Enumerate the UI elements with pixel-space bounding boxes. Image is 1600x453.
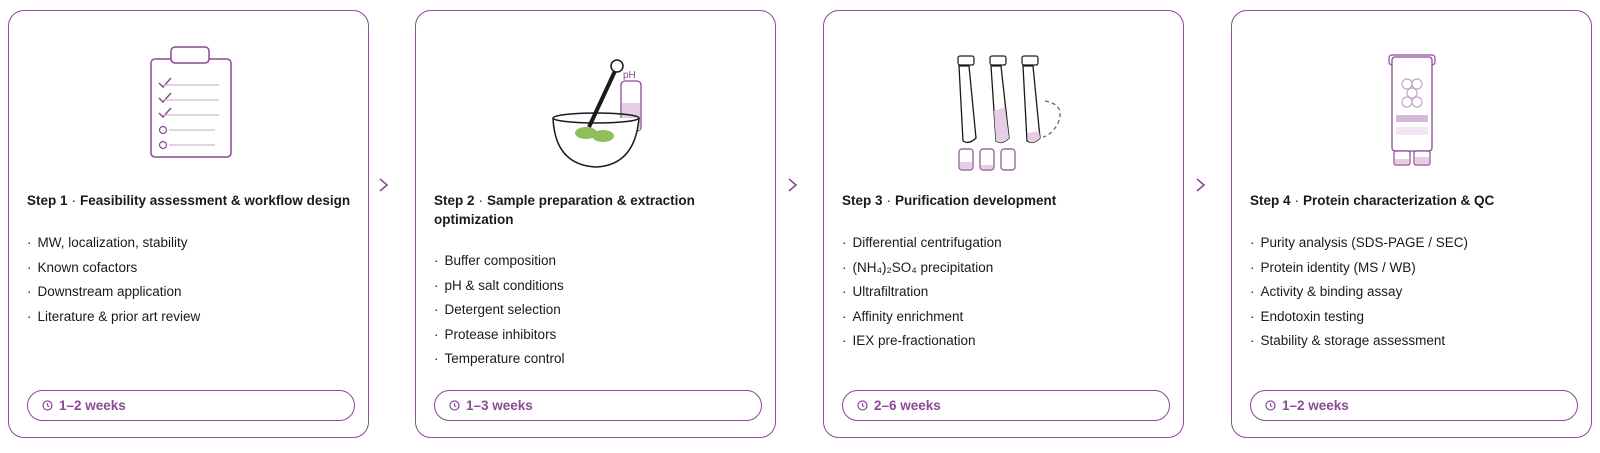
step-1-card: Step 1·Feasibility assessment & workflow… (8, 10, 369, 438)
clock-icon (1265, 400, 1276, 411)
step-name: Sample preparation & extraction optimiza… (434, 193, 695, 227)
list-item: Differential centrifugation (842, 231, 1169, 256)
duration-pill: 1–2 weeks (1250, 390, 1578, 421)
clipboard-checklist-icon (9, 45, 368, 175)
duration-pill: 1–3 weeks (434, 390, 762, 421)
list-item: Literature & prior art review (27, 305, 354, 330)
step-items: Differential centrifugation (NH₄)₂SO₄ pr… (842, 231, 1169, 354)
list-item: Protein identity (MS / WB) (1250, 256, 1577, 281)
duration-pill: 1–2 weeks (27, 390, 355, 421)
list-item: Activity & binding assay (1250, 280, 1577, 305)
separator: · (1294, 193, 1300, 208)
step-name: Purification development (895, 193, 1057, 208)
step-items: Purity analysis (SDS-PAGE / SEC) Protein… (1250, 231, 1577, 354)
duration-text: 1–3 weeks (466, 398, 533, 413)
chevron-right-icon (1196, 178, 1206, 192)
list-item: Ultrafiltration (842, 280, 1169, 305)
chevron-right-icon (788, 178, 798, 192)
step-name: Protein characterization & QC (1303, 193, 1495, 208)
clock-icon (42, 400, 53, 411)
step-items: MW, localization, stability Known cofact… (27, 231, 354, 329)
step-number: Step 3 (842, 193, 883, 208)
list-item: Stability & storage assessment (1250, 329, 1577, 354)
step-items: Buffer composition pH & salt conditions … (434, 249, 761, 372)
duration-text: 1–2 weeks (1282, 398, 1349, 413)
separator: · (478, 193, 484, 208)
duration-text: 2–6 weeks (874, 398, 941, 413)
list-item: IEX pre-fractionation (842, 329, 1169, 354)
separator: · (886, 193, 892, 208)
duration-pill: 2–6 weeks (842, 390, 1170, 421)
list-item: Protease inhibitors (434, 323, 761, 348)
list-item: Affinity enrichment (842, 305, 1169, 330)
centrifuge-tubes-icon (824, 45, 1183, 175)
step-title: Step 3·Purification development (842, 191, 1169, 210)
clock-icon (449, 400, 460, 411)
list-item: Detergent selection (434, 298, 761, 323)
step-3-card: Step 3·Purification development Differen… (823, 10, 1184, 438)
step-4-card: Step 4·Protein characterization & QC Pur… (1231, 10, 1592, 438)
list-item: Purity analysis (SDS-PAGE / SEC) (1250, 231, 1577, 256)
duration-text: 1–2 weeks (59, 398, 126, 413)
step-name: Feasibility assessment & workflow design (80, 193, 351, 208)
step-title: Step 1·Feasibility assessment & workflow… (27, 191, 354, 210)
list-item: (NH₄)₂SO₄ precipitation (842, 256, 1169, 281)
ph-label: pH (623, 70, 636, 81)
list-item: Downstream application (27, 280, 354, 305)
step-title: Step 4·Protein characterization & QC (1250, 191, 1577, 210)
step-number: Step 1 (27, 193, 68, 208)
step-number: Step 2 (434, 193, 475, 208)
list-item: Buffer composition (434, 249, 761, 274)
step-2-card: pH Step 2·Sample preparation & extractio… (415, 10, 776, 438)
separator: · (71, 193, 77, 208)
mortar-and-ph-icon: pH (416, 45, 775, 175)
list-item: pH & salt conditions (434, 274, 761, 299)
step-title: Step 2·Sample preparation & extraction o… (434, 191, 761, 229)
clock-icon (857, 400, 868, 411)
step-number: Step 4 (1250, 193, 1291, 208)
list-item: MW, localization, stability (27, 231, 354, 256)
list-item: Endotoxin testing (1250, 305, 1577, 330)
list-item: Temperature control (434, 347, 761, 372)
gel-cassette-icon (1232, 45, 1591, 175)
chevron-right-icon (379, 178, 389, 192)
list-item: Known cofactors (27, 256, 354, 281)
